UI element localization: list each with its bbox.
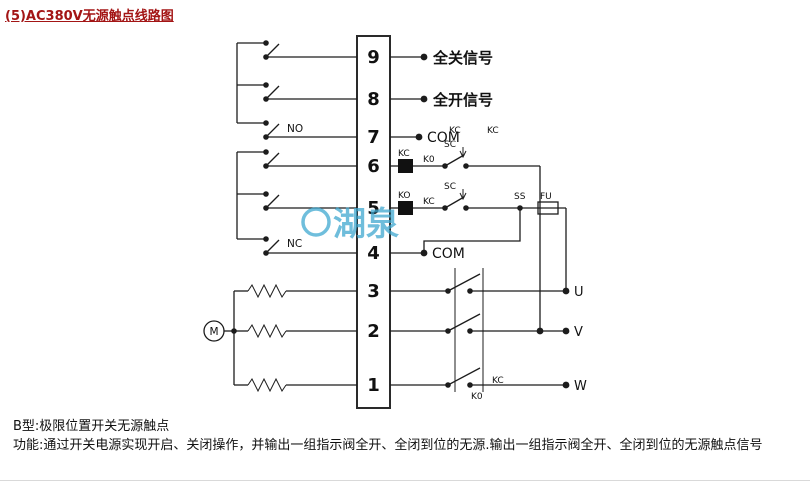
sc-row5-label: SC <box>444 182 456 192</box>
kc-branch-right-label: KC <box>487 126 499 136</box>
terminal-number-3: 3 <box>367 281 380 302</box>
signal-output-wiring: 全关信号 全开信号 COM COM <box>390 49 493 262</box>
power-ko-label: K0 <box>471 392 483 402</box>
kc-coil-block <box>398 159 413 173</box>
sc-row6-label: SC <box>444 140 456 150</box>
full-close-signal-label: 全关信号 <box>432 49 493 67</box>
power-contact-wiring: U V W KC K0 <box>390 268 587 402</box>
terminal-number-5: 5 <box>367 198 380 219</box>
bottom-divider <box>0 480 810 481</box>
ss-switch-label: SS <box>514 192 526 202</box>
page-title: (5)AC380V无源触点线路图 <box>5 9 174 24</box>
fu-fuse-label: FU <box>540 192 552 202</box>
terminal-number-6: 6 <box>367 156 380 177</box>
footer-notes: B型:极限位置开关无源触点 功能:通过开关电源实现开启、关闭操作，并输出一组指示… <box>13 418 797 456</box>
full-open-signal-label: 全开信号 <box>432 91 493 109</box>
com-return-wire <box>423 208 521 253</box>
aux-row5-label: KC <box>423 197 435 207</box>
terminal-number-2: 2 <box>367 321 380 342</box>
terminal-strip-body <box>356 35 391 409</box>
winding-resistor-v <box>247 323 287 339</box>
sc-row6-arrow-icon <box>459 147 467 159</box>
ko-coil-block <box>398 201 413 215</box>
footer-type-line: B型:极限位置开关无源触点 <box>13 419 170 434</box>
com-lower-label: COM <box>432 246 465 262</box>
terminal-number-7: 7 <box>367 127 380 148</box>
nc-group-label: NC <box>287 238 302 250</box>
terminal-number-8: 8 <box>367 89 380 110</box>
motor-label: M <box>209 326 218 338</box>
watermark-text: 湖泉 <box>333 204 399 243</box>
aux-row6-label: K0 <box>423 155 435 165</box>
watermark: 湖泉 <box>301 204 399 243</box>
nc-limit-switch-group: NC <box>236 149 357 256</box>
coil-row6-label: KC <box>398 149 410 159</box>
phase-v-label: V <box>574 325 583 340</box>
footer-function-line: 功能:通过开关电源实现开启、关闭操作，并输出一组指示阀全开、全闭到位的无源.输出… <box>13 438 763 454</box>
terminal-number-9: 9 <box>367 47 380 68</box>
no-limit-switch-group: NO <box>236 40 357 140</box>
power-kc-label: KC <box>492 376 504 386</box>
terminal-number-4: 4 <box>367 243 380 264</box>
terminal-number-1: 1 <box>367 375 380 396</box>
phase-w-label: W <box>574 379 587 394</box>
kc-branch-left-label: KC <box>449 126 461 136</box>
phase-u-label: U <box>574 285 584 300</box>
coil-row5-label: KO <box>398 191 411 201</box>
winding-resistor-w <box>247 377 287 393</box>
motor-circuit: M <box>203 283 357 393</box>
control-contact-wiring: KC KC KC K0 SC KO KC SC SS FU <box>390 126 567 331</box>
terminal-strip: 9 8 7 6 5 4 3 2 1 <box>356 35 391 409</box>
no-group-label: NO <box>287 123 303 135</box>
winding-resistor-u <box>247 283 287 299</box>
watermark-logo-icon <box>301 207 331 237</box>
com-upper-label: COM <box>427 130 460 146</box>
sc-row5-arrow-icon <box>459 189 467 201</box>
